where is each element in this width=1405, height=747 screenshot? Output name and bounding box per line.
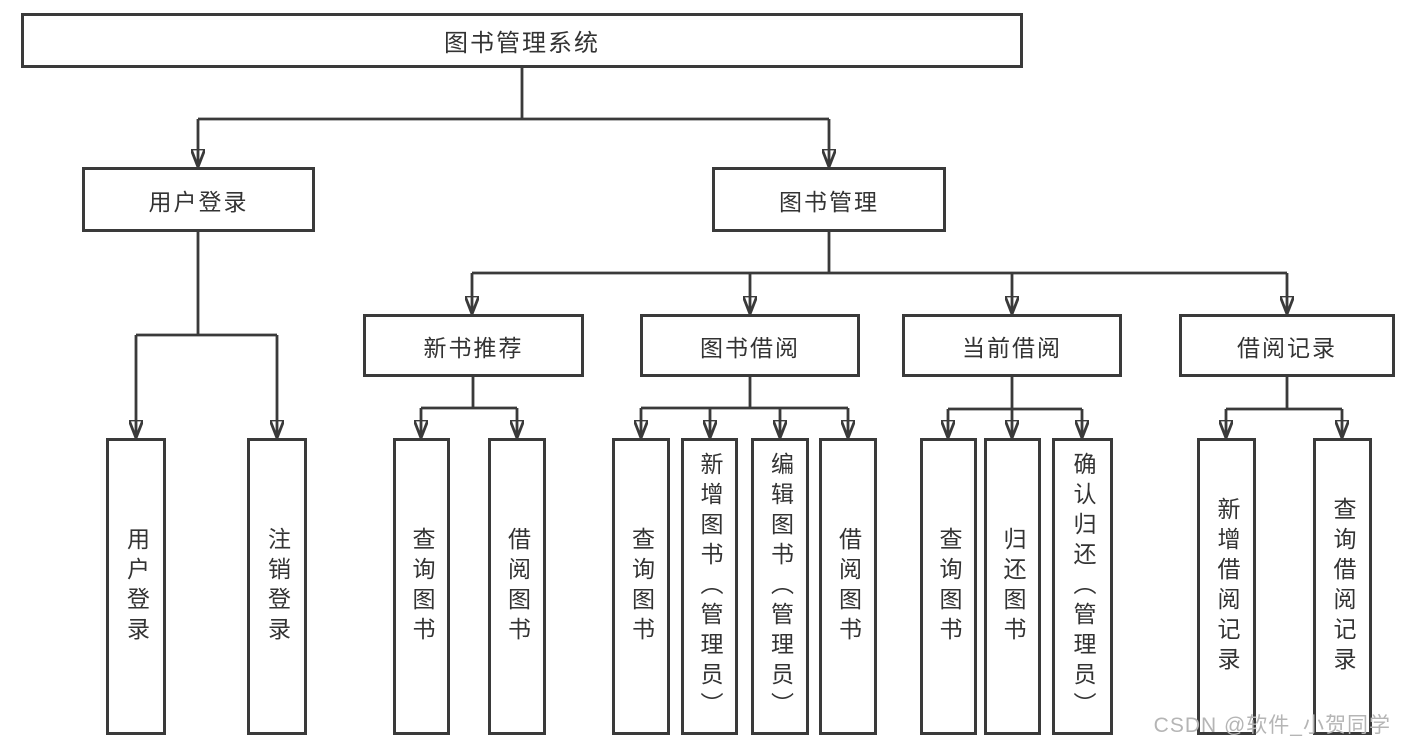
leaf-query-borrow-record: 查询借阅记录 — [1313, 438, 1372, 735]
leaf-query-books-borrowing: 查询图书 — [612, 438, 670, 735]
node-label: 当前借阅 — [962, 334, 1062, 361]
leaf-borrow-books: 借阅图书 — [819, 438, 877, 735]
node-label: 新增借阅记录 — [1214, 496, 1240, 677]
connector-user-login-to-children — [136, 232, 277, 437]
connector-borrow-records-to-children — [1226, 377, 1342, 437]
node-library-management-system: 图书管理系统 — [21, 13, 1023, 68]
node-label: 编辑图书（管理员） — [767, 451, 794, 722]
connector-root-to-level2 — [198, 68, 829, 166]
csdn-watermark: CSDN @软件_小贺同学 — [1153, 714, 1391, 737]
node-label: 借阅图书 — [504, 526, 531, 647]
node-user-login: 用户登录 — [82, 167, 315, 232]
node-label: 图书借阅 — [700, 334, 800, 361]
connector-book-management-to-level3 — [472, 232, 1287, 313]
node-label: 用户登录 — [123, 526, 150, 647]
connector-current-borrowing-to-children — [948, 377, 1082, 437]
node-label: 查询借阅记录 — [1330, 496, 1356, 677]
leaf-query-books-recommend: 查询图书 — [393, 438, 450, 735]
leaf-add-books-admin: 新增图书（管理员） — [681, 438, 738, 735]
node-label: 查询图书 — [409, 526, 435, 647]
node-label: 用户登录 — [148, 188, 249, 215]
leaf-user-login: 用户登录 — [106, 438, 166, 735]
node-label: 查询图书 — [936, 526, 962, 647]
node-label: 新增图书（管理员） — [697, 451, 723, 722]
node-label: 注销登录 — [264, 526, 291, 647]
node-book-borrowing: 图书借阅 — [640, 314, 860, 377]
node-label: 归还图书 — [1000, 526, 1026, 647]
leaf-borrow-books-recommend: 借阅图书 — [488, 438, 546, 735]
node-label: 借阅记录 — [1237, 334, 1337, 361]
connector-new-book-recommend-to-children — [421, 377, 517, 437]
leaf-query-books-current: 查询图书 — [920, 438, 977, 735]
leaf-return-books: 归还图书 — [984, 438, 1041, 735]
node-label: 查询图书 — [628, 526, 655, 647]
node-new-book-recommend: 新书推荐 — [363, 314, 584, 377]
leaf-logout: 注销登录 — [247, 438, 307, 735]
node-label: 借阅图书 — [835, 526, 862, 647]
leaf-confirm-return-admin: 确认归还（管理员） — [1052, 438, 1113, 735]
node-book-management: 图书管理 — [712, 167, 946, 232]
connector-book-borrowing-to-children — [641, 377, 848, 437]
leaf-edit-books-admin: 编辑图书（管理员） — [751, 438, 809, 735]
node-current-borrowing: 当前借阅 — [902, 314, 1122, 377]
node-borrow-records: 借阅记录 — [1179, 314, 1395, 377]
node-label: 图书管理系统 — [444, 30, 600, 57]
node-label: 新书推荐 — [423, 334, 524, 361]
node-label: 确认归还（管理员） — [1070, 451, 1096, 722]
leaf-add-borrow-record: 新增借阅记录 — [1197, 438, 1256, 735]
node-label: 图书管理 — [779, 188, 879, 215]
